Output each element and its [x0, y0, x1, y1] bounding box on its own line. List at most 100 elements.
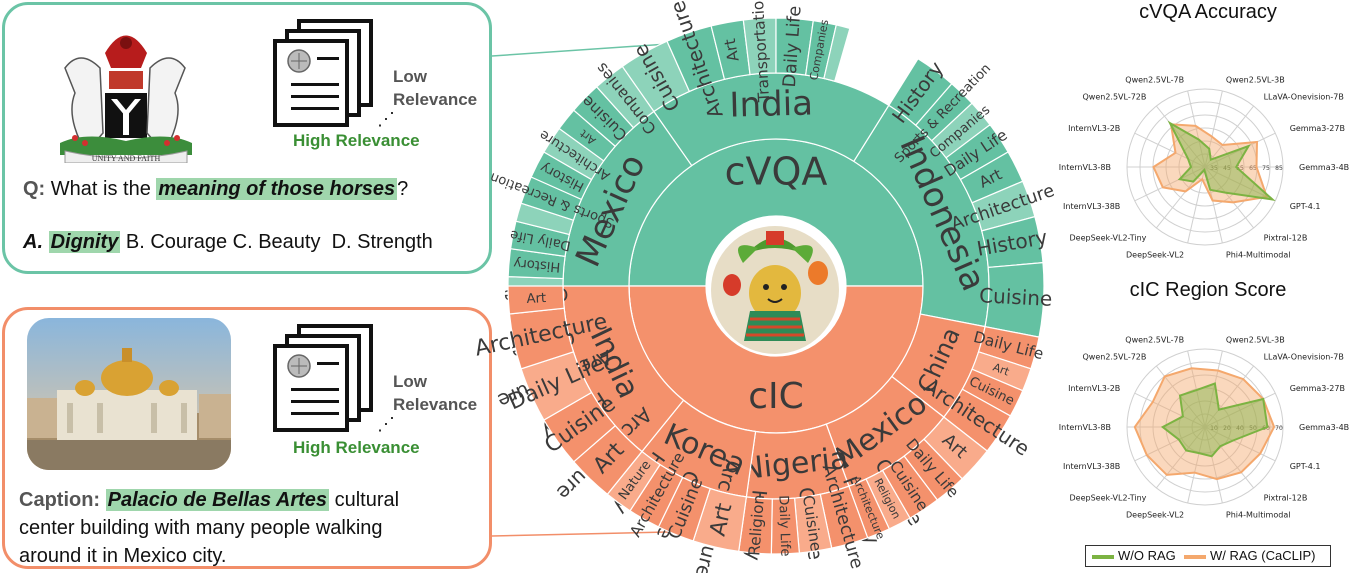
radar-spoke [1204, 90, 1223, 168]
radar-1: 102040506070Qwen2.5VL-3BLLaVA-Onevision-… [1059, 335, 1349, 519]
radar-tick-label: 70 [1275, 425, 1283, 432]
radar-spoke [1204, 365, 1255, 428]
radar-series-w-rag [1133, 367, 1276, 481]
ellipsis-mark-2: ⋰ [377, 414, 395, 434]
answer-a: Dignity [48, 231, 121, 253]
radar-spoke [1204, 426, 1223, 504]
radar-tick-label: 10 [1210, 425, 1218, 432]
answer-b: B. Courage [125, 231, 228, 253]
radar-legend: W/O RAG W/ RAG (CaCLIP) [1085, 545, 1331, 567]
sunburst-outer-cic-label-21: Art [526, 291, 546, 307]
radar-axis-label: DeepSeek-VL2-Tiny [1069, 233, 1146, 242]
sunburst-label-cic: cIC [748, 376, 804, 417]
radar-spoke [1204, 105, 1255, 168]
radar-axis-label: LLaVA-Onevision-7B [1264, 93, 1344, 102]
radar-axis-label: Gemma3-4B [1299, 163, 1349, 172]
high-relevance-label-2: High Relevance [293, 438, 420, 457]
sunburst-outer-cic-label-12: Religion [745, 494, 768, 556]
caption-highlight: Palacio de Bellas Artes [105, 489, 330, 511]
sunburst-label-cvqa: cVQA [725, 150, 828, 194]
radar-axis-label: Gemma3-27B [1290, 384, 1345, 393]
radar-axis-label: InternVL3-38B [1063, 462, 1120, 471]
radar-axis-label: Qwen2.5VL-3B [1226, 335, 1285, 344]
radar-spoke [1134, 392, 1206, 428]
radar-axis-label: InternVL3-38B [1063, 202, 1120, 211]
radar-spoke [1204, 350, 1223, 428]
documents-icon [273, 19, 373, 127]
radar-series-w-rag [1152, 123, 1269, 204]
radar-title-cvqa: cVQA Accuracy [1139, 1, 1277, 23]
caption-line3: around it in Mexico city. [19, 545, 227, 567]
cic-example-panel: ⋰ Low Relevance High Relevance Caption: … [2, 307, 492, 569]
mascot-image [711, 226, 839, 354]
radar-axis-label: Qwen2.5VL-7B [1125, 335, 1184, 344]
radar-spoke [1204, 166, 1276, 202]
radar-axis-label: GPT-4.1 [1290, 202, 1321, 211]
ellipsis-mark: ⋰ [377, 109, 395, 129]
caption-line1-rest: cultural [329, 489, 400, 511]
radar-tick-label: 75 [1262, 165, 1270, 172]
coat-of-arms-image: UNITY AND FAITH [60, 35, 192, 163]
sunburst-country-label-0: India [729, 83, 813, 125]
radar-spoke [1204, 426, 1255, 489]
radar-axis-label: Qwen2.5VL-7B [1125, 75, 1184, 84]
radar-tick-label: 50 [1249, 425, 1257, 432]
legend-swatch-w-rag [1184, 555, 1206, 559]
radar-tick-label: 35 [1210, 165, 1218, 172]
documents-icon-2 [273, 324, 373, 432]
radar-axis-label: Qwen2.5VL-72B [1082, 93, 1146, 102]
radar-series-wo-rag [1167, 120, 1276, 201]
high-relevance-label: High Relevance [293, 131, 420, 150]
legend-label-wo-rag: W/O RAG [1118, 548, 1176, 563]
answer-c: C. Beauty [232, 231, 321, 253]
radar-title-cic: cIC Region Score [1129, 279, 1287, 301]
answer-options: A. Dignity B. Courage C. Beauty D. Stren… [23, 231, 433, 254]
radar-axis-label: Phi4-Multimodal [1226, 511, 1291, 520]
sunburst-outer-cic-label-11: Daily Life [775, 495, 792, 557]
radar-axis-label: InternVL3-8B [1059, 163, 1111, 172]
radar-axis-label: Qwen2.5VL-3B [1226, 75, 1285, 84]
radar-axis-label: GPT-4.1 [1290, 462, 1321, 471]
palace-photo [27, 318, 231, 470]
radar-spoke [1155, 105, 1206, 168]
question-highlight: meaning of those horses [156, 178, 398, 200]
radar-axis-label: DeepSeek-VL2 [1126, 251, 1184, 260]
radar-tick-label: 85 [1275, 165, 1283, 172]
radar-0: 354555657585Qwen2.5VL-3BLLaVA-Onevision-… [1059, 75, 1349, 259]
radar-axis-label: InternVL3-2B [1068, 124, 1120, 133]
cvqa-example-panel: UNITY AND FAITH ⋰ Low Relevance High Rel… [2, 2, 492, 274]
question-prefix: Q: [23, 178, 46, 200]
radar-tick-label: 45 [1223, 165, 1231, 172]
sunburst-outer-cvqa-label-14: Cuisine [979, 283, 1053, 311]
radar-spoke [1187, 426, 1206, 504]
answer-a-label: A. [23, 231, 43, 253]
radar-axis-label: LLaVA-Onevision-7B [1264, 353, 1344, 362]
radar-axis-label: InternVL3-8B [1059, 423, 1111, 432]
radar-tick-label: 20 [1223, 425, 1231, 432]
caption-text: Caption: Palacio de Bellas Artes cultura… [19, 486, 489, 570]
question-before: What is the [50, 178, 157, 200]
svg-text:UNITY AND FAITH: UNITY AND FAITH [92, 154, 161, 163]
sunburst-outer-cic-label-1: Art [991, 361, 1012, 379]
caption-line2: center building with many people walking [19, 517, 383, 539]
radar-axis-label: Gemma3-4B [1299, 423, 1349, 432]
radar-axis-label: Qwen2.5VL-72B [1082, 353, 1146, 362]
sunburst-outer-cvqa-label-16: History [513, 255, 561, 274]
caption-label: Caption: [19, 489, 101, 511]
legend-label-w-rag: W/ RAG (CaCLIP) [1210, 548, 1316, 563]
radar-spoke [1155, 426, 1206, 489]
radar-spoke [1204, 166, 1255, 229]
radar-tick-label: 40 [1236, 425, 1244, 432]
radar-axis-label: Gemma3-27B [1290, 124, 1345, 133]
radar-tick-label: 65 [1249, 165, 1257, 172]
question-text: Q: What is the meaning of those horses? [23, 178, 408, 201]
sunburst-outer-cvqa-label-2: Art [721, 37, 743, 63]
radar-spoke [1204, 426, 1276, 462]
low-relevance-label: Low Relevance [393, 67, 478, 109]
radar-axis-label: Pixtral-12B [1264, 493, 1308, 502]
question-after: ? [397, 178, 409, 200]
radar-axis-label: InternVL3-2B [1068, 384, 1120, 393]
radar-axis-label: Phi4-Multimodal [1226, 251, 1291, 260]
